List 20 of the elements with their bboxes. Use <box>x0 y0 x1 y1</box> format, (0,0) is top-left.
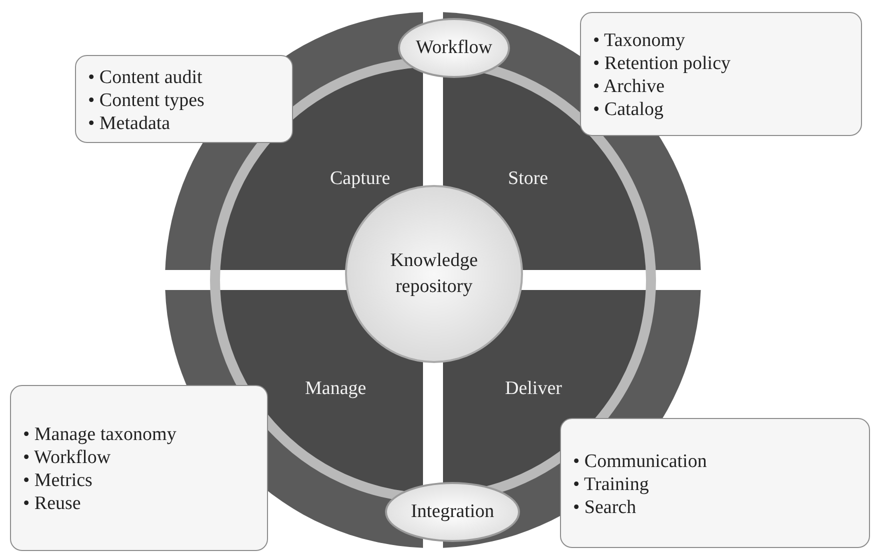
bullet-list-box <box>580 12 862 136</box>
list-item: • Catalog <box>593 98 664 121</box>
bullet-list-box <box>75 55 293 143</box>
bullet-list-box <box>560 418 870 548</box>
list-item: • Taxonomy <box>593 29 686 52</box>
list-item: • Metadata <box>88 112 172 134</box>
list-item: • Archive <box>593 75 666 98</box>
list-item: • Communication <box>573 450 708 472</box>
segment-label: Manage <box>305 378 366 400</box>
list-item: • Retention policy <box>593 52 732 75</box>
list-item: • Search <box>573 496 638 518</box>
list-item: • Workflow <box>23 446 112 469</box>
bullet-list-box <box>10 385 268 551</box>
list-item: • Training <box>573 472 650 496</box>
list-item: • Content audit <box>88 66 204 88</box>
list-item: • Metrics <box>23 469 94 492</box>
segment-label: Deliver <box>505 378 562 400</box>
list-item: • Manage taxonomy <box>23 423 178 446</box>
list-item: • Content types <box>88 88 206 112</box>
list-item: • Reuse <box>23 492 82 515</box>
